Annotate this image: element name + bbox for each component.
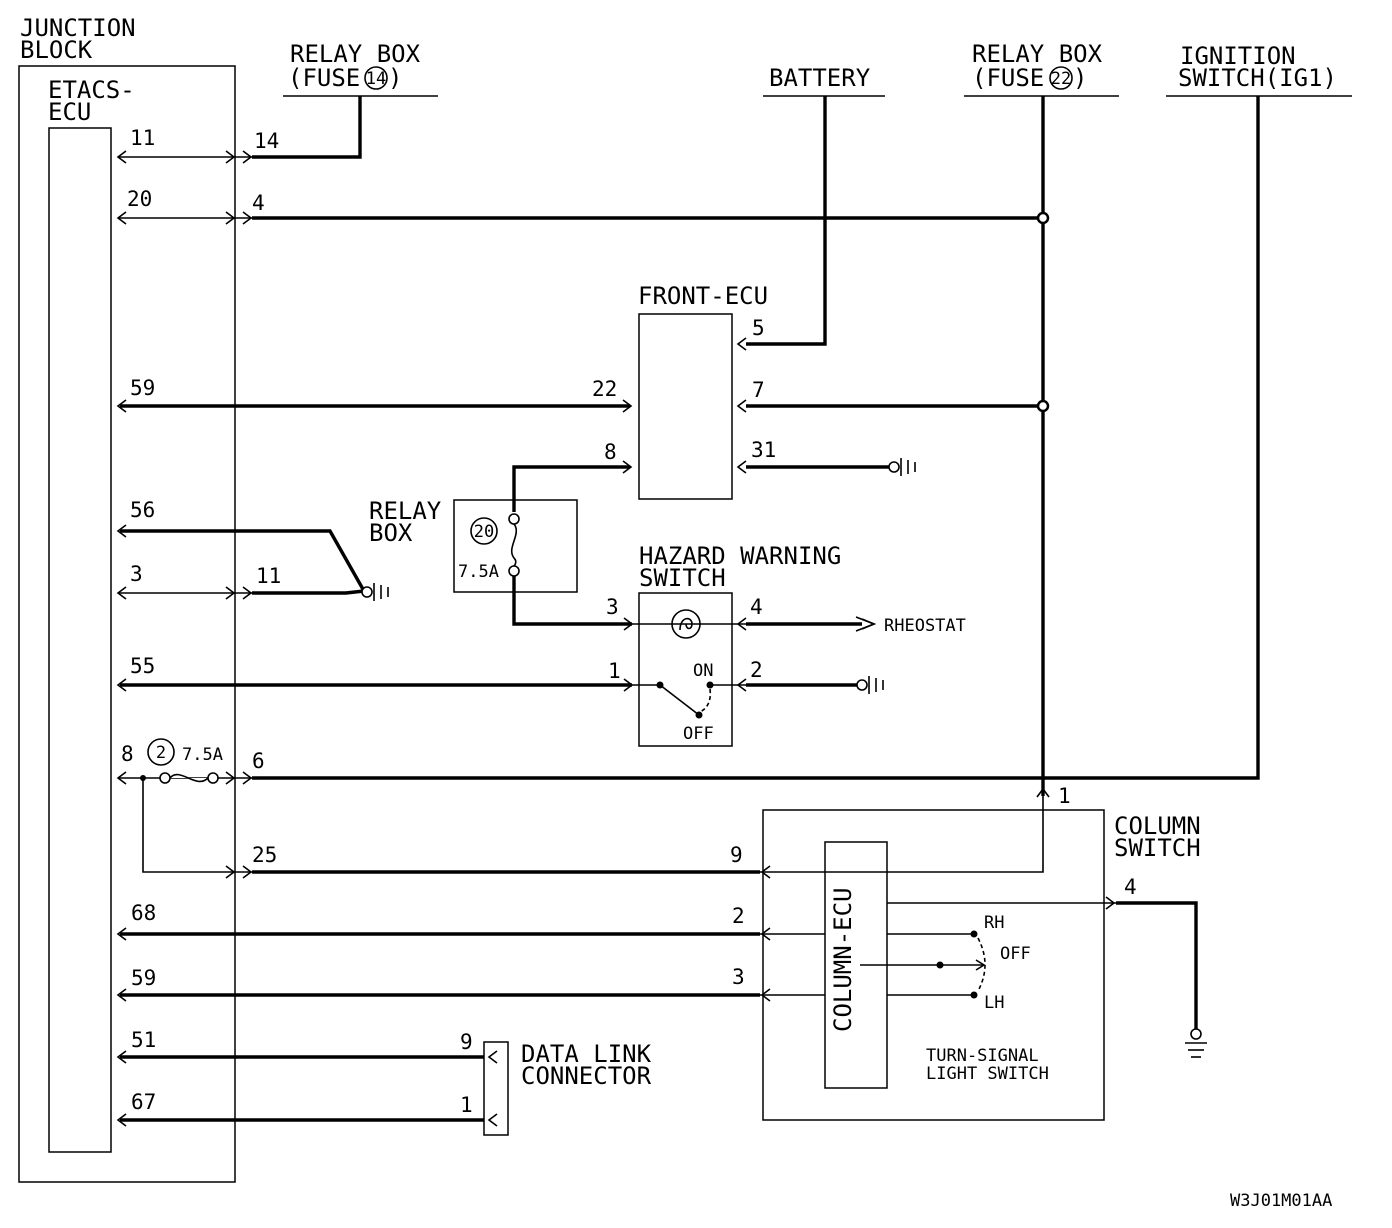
connector-symbols [116,150,1116,1127]
battery: BATTERY [763,64,885,97]
relay-box: RELAY BOX 20 7.5A [369,497,578,593]
relay-box-fuse22: RELAY BOX (FUSE 22 ) [964,40,1119,97]
svg-text:): ) [388,64,402,92]
pin-ecu-56: 56 [130,498,155,522]
pin-jb-4: 4 [252,191,265,215]
pin-ecu-59b: 59 [131,966,156,990]
pin-column-4: 4 [1124,875,1137,899]
svg-text:COLUMN: COLUMN [1114,812,1201,840]
pin-column-1: 1 [1058,784,1071,808]
pin-ecu-59a: 59 [130,376,155,400]
relay-box-fuse14: RELAY BOX (FUSE 14 ) [283,40,438,97]
pin-ecu-20: 20 [127,187,152,211]
pin-ecu-68: 68 [131,901,156,925]
svg-text:SWITCH: SWITCH [1114,834,1201,862]
ground-symbols [361,458,1207,1058]
svg-text:LH: LH [984,993,1004,1013]
hazard-warning-switch: HAZARD WARNING SWITCH ON OFF [632,542,841,747]
svg-text:RH: RH [984,913,1004,933]
svg-text:LIGHT SWITCH: LIGHT SWITCH [926,1064,1049,1084]
pin-dlc-9: 9 [460,1030,473,1054]
svg-text:BLOCK: BLOCK [20,36,93,64]
pin-jb-6: 6 [252,749,265,773]
svg-text:(FUSE: (FUSE [972,64,1044,92]
svg-text:BOX: BOX [369,519,413,547]
svg-text:(FUSE: (FUSE [288,64,360,92]
svg-text:TURN-SIGNAL: TURN-SIGNAL [926,1046,1039,1066]
junction-block: JUNCTION BLOCK [18,14,236,1183]
pin-ecu-11: 11 [130,126,155,150]
ignition-switch: IGNITION SWITCH(IG1) [1166,42,1352,97]
pin-front-31: 31 [751,438,776,462]
pin-front-7: 7 [752,378,765,402]
pin-column-2: 2 [732,904,745,928]
svg-text:RELAY BOX: RELAY BOX [290,40,421,68]
svg-text:RELAY BOX: RELAY BOX [972,40,1103,68]
svg-text:7.5A: 7.5A [458,562,499,582]
pin-column-3: 3 [732,965,745,989]
svg-text:14: 14 [366,69,386,89]
pin-ecu-51: 51 [131,1028,156,1052]
ground-column [1185,1028,1207,1058]
pin-front-22: 22 [592,377,617,401]
svg-text:DATA LINK: DATA LINK [521,1040,652,1068]
ground-ecu-56 [361,583,389,601]
svg-text:2: 2 [156,743,166,763]
svg-text:SWITCH(IG1): SWITCH(IG1) [1178,64,1337,92]
pin-jb-14: 14 [254,129,279,153]
jb-fuse: 2 7.5A [147,738,223,784]
svg-text:SWITCH: SWITCH [639,564,726,592]
svg-text:IGNITION: IGNITION [1180,42,1296,70]
pin-front-8: 8 [604,440,617,464]
pin-column-9: 9 [730,843,743,867]
pin-front-5: 5 [752,316,765,340]
svg-text:ON: ON [693,661,713,681]
svg-text:OFF: OFF [683,724,714,744]
svg-text:BATTERY: BATTERY [769,64,871,92]
wires [118,96,1260,1122]
pin-ecu-55: 55 [130,654,155,678]
svg-text:7.5A: 7.5A [182,745,223,765]
pin-hazard-1: 1 [608,659,621,683]
pin-hazard-2: 2 [750,658,763,682]
pin-ecu-8: 8 [121,742,134,766]
svg-text:ETACS-: ETACS- [48,76,135,104]
svg-text:22: 22 [1051,69,1071,89]
svg-text:20: 20 [474,522,494,542]
svg-text:): ) [1073,64,1087,92]
ground-hazard [856,676,884,694]
pin-hazard-4: 4 [750,595,763,619]
splice-points [140,211,1050,781]
svg-text:COLUMN-ECU: COLUMN-ECU [829,888,857,1033]
pin-dlc-1: 1 [460,1093,473,1117]
svg-text:FRONT-ECU: FRONT-ECU [638,282,768,310]
front-ecu: FRONT-ECU [638,282,768,500]
svg-text:JUNCTION: JUNCTION [20,14,136,42]
pin-hazard-3: 3 [606,595,619,619]
ground-front-ecu [888,458,916,476]
pin-jb-25: 25 [252,843,277,867]
column-switch: COLUMN SWITCH COLUMN-ECU RH OFF LH TURN-… [760,809,1201,1121]
pin-ecu-67: 67 [131,1090,156,1114]
pin-ecu-3: 3 [130,562,143,586]
etacs-ecu: ETACS- ECU [48,76,135,1153]
svg-text:RHEOSTAT: RHEOSTAT [884,616,966,636]
drawing-code: W3J01M01AA [1230,1191,1332,1211]
pin-numbers: 11 20 59 56 3 55 8 68 59 51 67 14 4 11 6… [121,126,1137,1117]
svg-text:HAZARD WARNING: HAZARD WARNING [639,542,841,570]
svg-text:CONNECTOR: CONNECTOR [521,1062,652,1090]
pin-jb-11: 11 [256,564,281,588]
rheostat-arrow: RHEOSTAT [855,616,966,636]
svg-text:ECU: ECU [48,98,91,126]
svg-text:OFF: OFF [1000,944,1031,964]
svg-text:RELAY: RELAY [369,497,442,525]
data-link-connector: DATA LINK CONNECTOR [483,1040,652,1136]
